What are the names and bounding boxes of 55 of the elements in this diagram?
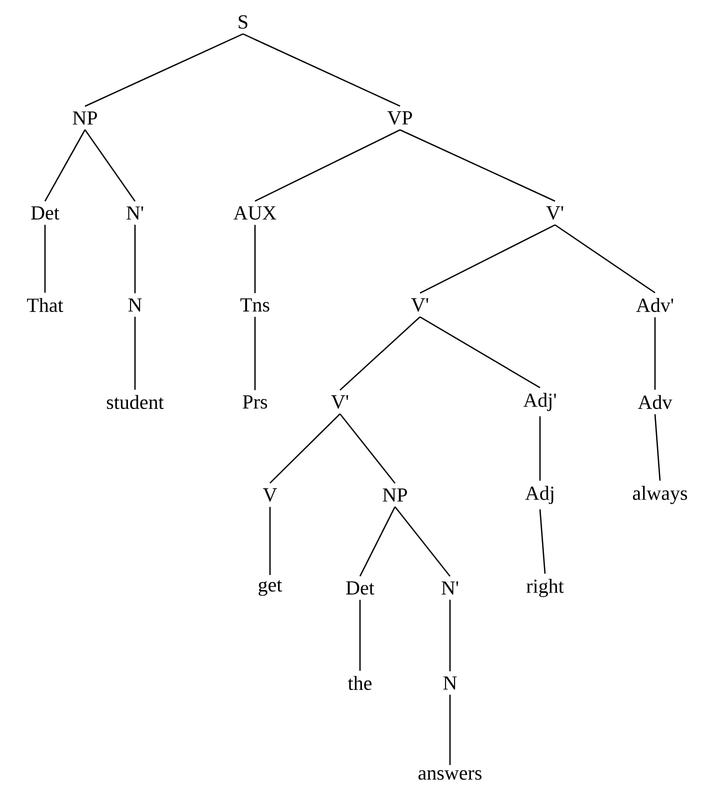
tree-label: N' xyxy=(126,206,144,220)
tree-label: Det xyxy=(31,206,60,220)
tree-label: NP xyxy=(72,111,97,125)
tree-label: Adj' xyxy=(523,392,556,412)
tree-label: NP xyxy=(382,488,407,502)
tree-label: always xyxy=(632,486,688,504)
tree-label: answers xyxy=(418,770,482,780)
tree-label: That xyxy=(27,298,64,312)
branch-line xyxy=(554,224,656,294)
branch-line xyxy=(359,600,361,671)
tree-label: Adv' xyxy=(636,298,674,312)
branch-line xyxy=(654,414,661,481)
tree-label: S xyxy=(238,15,248,29)
branch-line xyxy=(400,129,556,202)
branch-line xyxy=(539,416,541,481)
tree-label: N xyxy=(128,298,142,312)
branch-line xyxy=(44,129,86,202)
branch-line xyxy=(269,506,271,575)
tree-label: student xyxy=(106,394,164,410)
tree-label: V' xyxy=(546,206,564,220)
tree-label: VP xyxy=(387,111,412,125)
tree-label: Adj xyxy=(525,486,554,504)
tree-label: Det xyxy=(346,581,374,595)
branch-line xyxy=(84,129,136,202)
branch-line xyxy=(340,316,420,391)
branch-line xyxy=(394,506,450,577)
tree-label: right xyxy=(526,578,564,598)
branch-line xyxy=(134,224,136,294)
tree-label: Prs xyxy=(242,395,268,409)
branch-line xyxy=(420,316,540,388)
branch-line xyxy=(420,224,556,294)
tree-label: V xyxy=(263,488,277,502)
branch-line xyxy=(134,316,136,390)
branch-line xyxy=(84,33,244,107)
branch-line xyxy=(449,600,451,672)
tree-label: the xyxy=(348,676,372,690)
branch-line xyxy=(242,33,400,107)
tree-label: N' xyxy=(442,581,458,595)
tree-label: V' xyxy=(411,298,428,312)
tree-label: N xyxy=(443,676,457,690)
branch-line xyxy=(254,129,400,202)
branch-line xyxy=(270,413,340,484)
tree-label: V' xyxy=(331,395,348,409)
branch-line xyxy=(449,694,451,765)
branch-line xyxy=(539,509,546,574)
branch-line xyxy=(44,224,46,293)
tree-label: get xyxy=(258,580,282,596)
branch-line xyxy=(254,316,256,390)
tree-label: AUX xyxy=(234,206,276,220)
tree-label: Tns xyxy=(240,298,270,312)
branch-line xyxy=(340,414,396,484)
branch-line xyxy=(359,506,396,576)
tree-label: Adv xyxy=(638,394,672,410)
branch-line xyxy=(654,317,656,390)
branch-line xyxy=(254,224,256,294)
